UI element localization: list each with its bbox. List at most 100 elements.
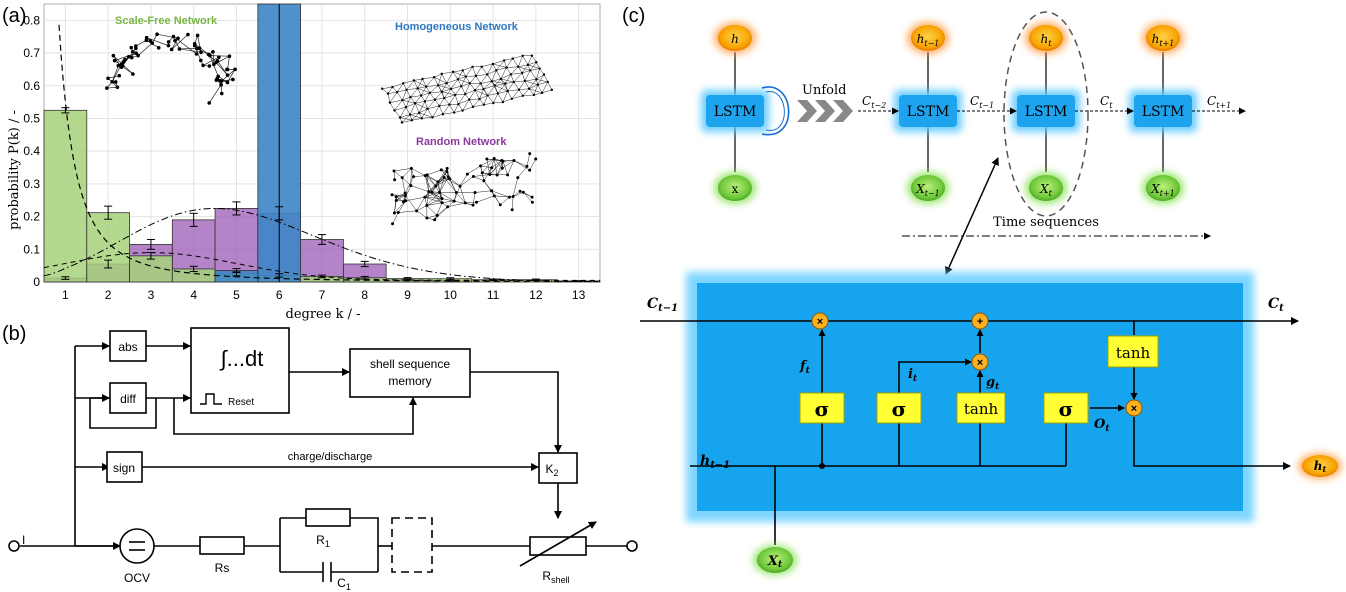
panel-a-label: (a) — [2, 5, 26, 27]
network-edge — [497, 83, 506, 94]
network-edge — [533, 84, 539, 96]
zoom-connector-arrow — [945, 157, 999, 275]
svg-text:ft: ft — [799, 359, 811, 376]
network-edge — [434, 73, 442, 78]
network-edge — [391, 194, 406, 196]
network-edge — [502, 161, 508, 175]
network-edge — [511, 95, 523, 100]
network-node — [409, 95, 412, 99]
network-node — [435, 213, 439, 217]
network-edge — [512, 177, 519, 197]
network-edge — [465, 89, 476, 95]
network-edge — [424, 101, 428, 109]
network-node — [449, 87, 453, 91]
r1-label: R — [316, 533, 325, 547]
network-node — [475, 200, 479, 204]
y-tick-label: 0.1 — [23, 242, 40, 256]
network-edge — [441, 71, 453, 75]
network-edge — [491, 160, 502, 168]
x-tick-label: 6 — [276, 288, 283, 302]
network-node — [424, 85, 428, 88]
network-node — [225, 67, 229, 72]
c-in-sub: t−1 — [658, 303, 678, 314]
network-edge — [227, 56, 230, 70]
network-edge — [405, 196, 425, 202]
network-edge — [529, 158, 536, 171]
network-edge — [483, 89, 488, 96]
network-node — [186, 32, 190, 37]
network-edge — [437, 206, 448, 216]
lstm-block — [1134, 95, 1192, 127]
network-edge — [416, 197, 426, 211]
network-edge — [504, 58, 513, 61]
network-node — [218, 79, 222, 83]
network-edge — [472, 66, 477, 76]
svg-text:Ot: Ot — [1094, 417, 1110, 434]
network-node — [495, 173, 499, 177]
network-node — [452, 199, 456, 203]
network-edge — [459, 173, 468, 187]
network-node — [416, 87, 419, 90]
network-node — [105, 86, 109, 90]
network-edge — [522, 94, 534, 97]
network-node — [550, 88, 554, 92]
network-node — [440, 201, 444, 205]
lstm-block — [1017, 95, 1075, 127]
input-terminal — [8, 540, 20, 552]
scale-free-fit-curve — [43, 252, 600, 281]
network-node — [413, 102, 417, 105]
network-edge — [406, 89, 411, 98]
network-edge — [425, 175, 438, 183]
network-node — [409, 184, 413, 188]
x-in-sub: t — [778, 560, 783, 570]
network-edge — [500, 67, 507, 80]
network-node — [421, 77, 424, 81]
network-edge — [433, 77, 439, 86]
network-edge — [434, 202, 443, 220]
network-edge — [427, 174, 438, 183]
network-edge — [452, 71, 459, 80]
forget-gate: σ — [799, 392, 845, 424]
rshell-sub: shell — [551, 575, 570, 585]
network-node — [423, 195, 427, 199]
network-edge — [212, 51, 215, 65]
network-edge — [518, 88, 530, 90]
network-edge — [481, 66, 488, 75]
network-edge — [512, 58, 519, 67]
network-node — [460, 85, 463, 88]
network-edge — [437, 73, 442, 86]
network-node — [215, 76, 220, 81]
network-edge — [461, 83, 470, 87]
network-edge — [425, 77, 435, 87]
network-edge — [492, 60, 505, 65]
homogeneous-network-illustration — [380, 54, 554, 124]
network-edge — [474, 90, 480, 100]
network-node — [423, 100, 427, 103]
lstm-block-label: LSTM — [1142, 104, 1185, 120]
network-edge — [476, 195, 495, 203]
network-edge — [487, 85, 496, 96]
network-node — [521, 94, 524, 97]
network-node — [471, 105, 475, 109]
network-node — [458, 184, 462, 188]
network-node — [440, 197, 444, 201]
network-edge — [403, 83, 407, 90]
network-edge — [531, 55, 537, 63]
input-current-label: I — [22, 533, 25, 547]
network-node — [420, 117, 424, 120]
network-edge — [472, 104, 484, 108]
network-edge — [135, 40, 147, 47]
network-node — [401, 98, 404, 102]
network-edge — [122, 56, 129, 66]
network-node — [492, 194, 496, 198]
x-in-node: Xt — [753, 545, 797, 575]
network-node — [512, 80, 515, 84]
x-tick-label: 3 — [148, 288, 155, 302]
network-node — [211, 50, 215, 54]
network-node — [454, 191, 458, 195]
network-edge — [455, 86, 462, 96]
g-label: g — [986, 375, 995, 390]
network-node — [201, 63, 205, 68]
y-tick-label: 0.7 — [23, 46, 40, 60]
network-edge — [541, 81, 548, 93]
